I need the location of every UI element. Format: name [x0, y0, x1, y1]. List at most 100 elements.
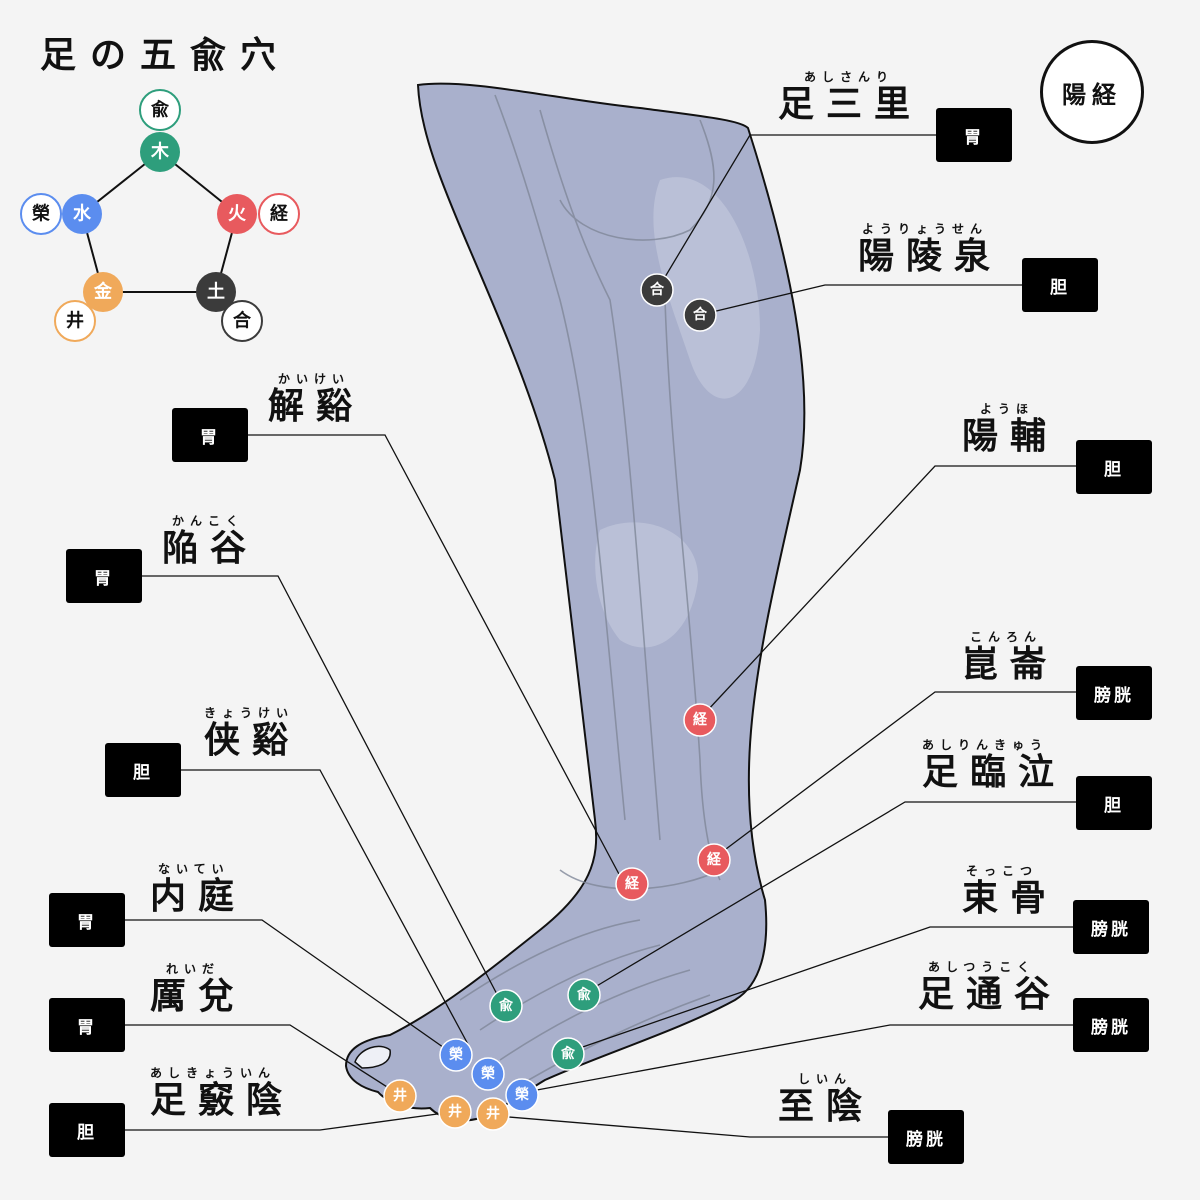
point-name: 束骨 — [962, 878, 1059, 919]
acupoint-marker-label: 兪 — [560, 1045, 575, 1062]
leader-line — [525, 1024, 1073, 1093]
furigana: れいだ — [166, 962, 221, 976]
leader-line — [125, 1024, 396, 1093]
leader-line — [496, 1115, 888, 1138]
acupoint-marker-label: 井 — [448, 1103, 462, 1120]
five-phase-legend: 兪木経火合土井金榮水 — [20, 89, 300, 342]
legend-point-label: 経 — [270, 203, 289, 225]
legend-element-circle — [196, 272, 236, 312]
legend-element-label: 木 — [150, 141, 170, 163]
point-label-yoryosen: ようりょうせん 陽陵泉 — [858, 220, 1002, 277]
leader-line — [721, 691, 1076, 853]
legend-element-circle — [62, 194, 102, 234]
point-label-kankoku: かんこく 陥谷 — [162, 512, 258, 569]
leader-line — [248, 434, 621, 877]
acupoint-marker-label: 合 — [693, 306, 708, 323]
acupoint-marker-label: 経 — [707, 851, 722, 868]
furigana: そっこつ — [966, 864, 1039, 878]
acupoint-marker — [471, 1057, 505, 1091]
point-name: 崑崙 — [962, 644, 1059, 685]
point-label-naitei: ないてい 内庭 — [150, 860, 246, 917]
point-label-ashirinkyu: あしりんきゅう 足臨泣 — [922, 736, 1066, 793]
furigana: あしきょういん — [150, 1066, 277, 1080]
acupoint-marker-label: 兪 — [576, 986, 591, 1003]
furigana: こんろん — [970, 630, 1043, 644]
legend-point-label: 兪 — [150, 99, 169, 121]
point-label-kyokei: きょうけい 侠谿 — [204, 704, 300, 761]
legend-element-label: 土 — [207, 282, 225, 303]
point-name: 内庭 — [150, 876, 247, 917]
meridian-box: 膀胱 — [1073, 998, 1149, 1052]
furigana: あしりんきゅう — [922, 738, 1049, 752]
point-name: 厲兌 — [150, 976, 247, 1017]
leader-line — [125, 1111, 453, 1131]
point-name: 陥谷 — [162, 528, 259, 569]
point-label-sokkotsu: そっこつ 束骨 — [962, 862, 1058, 919]
acupoint-markers: 合合経経経兪兪兪榮榮榮井井井 — [383, 273, 731, 1131]
leader-lines — [125, 134, 1076, 1138]
furigana: かんこく — [172, 514, 245, 528]
point-name: 陽陵泉 — [858, 236, 1003, 277]
point-name: 至陰 — [778, 1086, 875, 1127]
big-toe-nail — [354, 1045, 391, 1069]
page-title: 足の五兪穴 — [40, 35, 291, 76]
point-name: 足臨泣 — [922, 752, 1067, 793]
acupoint-marker — [438, 1095, 472, 1129]
point-label-ashisanri: あしさんり 足三里 — [778, 68, 922, 125]
point-label-yoho: ようほ 陽輔 — [962, 400, 1058, 457]
leader-line — [125, 919, 451, 1053]
acupoint-marker — [551, 1037, 585, 1071]
legend-element-label: 水 — [73, 203, 92, 225]
legend-point-circle — [54, 300, 96, 342]
acupoint-marker-label: 経 — [625, 875, 640, 892]
meridian-box: 胃 — [49, 893, 125, 947]
furigana: ようほ — [980, 402, 1035, 416]
meridian-box: 胃 — [66, 549, 142, 603]
legend-point-circle — [258, 193, 300, 235]
meridian-box: 胆 — [1076, 440, 1152, 494]
acupoint-marker — [640, 273, 674, 307]
yang-meridian-badge: 陽経 — [1040, 40, 1144, 144]
acupoint-marker-label: 榮 — [449, 1046, 463, 1063]
leg-highlight — [653, 177, 760, 399]
meridian-box: 胆 — [49, 1103, 125, 1157]
point-label-shiin: しいん 至陰 — [778, 1070, 874, 1127]
point-label-konron: こんろん 崑崙 — [962, 628, 1058, 685]
point-name: 足通谷 — [918, 974, 1063, 1015]
leader-line — [142, 575, 501, 1001]
meridian-box: 胆 — [1076, 776, 1152, 830]
legend-element-circle — [83, 272, 123, 312]
leader-line — [181, 769, 471, 1049]
point-name: 足三里 — [778, 84, 923, 125]
acupoint-marker — [505, 1078, 539, 1112]
acupoint-marker-label: 榮 — [481, 1065, 495, 1082]
meridian-box: 膀胱 — [888, 1110, 964, 1164]
legend-element-circle — [217, 194, 257, 234]
legend-point-circle — [20, 193, 62, 235]
point-label-kaikei: かいけい 解谿 — [268, 370, 364, 427]
acupoint-marker-label: 榮 — [515, 1086, 529, 1103]
legend-point-label: 井 — [66, 310, 84, 332]
leader-line — [661, 134, 936, 283]
furigana: ようりょうせん — [862, 222, 989, 236]
meridian-box: 胃 — [49, 998, 125, 1052]
meridian-box: 胃 — [172, 408, 248, 462]
legend-element-circle — [140, 132, 180, 172]
leader-line — [589, 801, 1076, 991]
leader-line — [573, 926, 1073, 1051]
acupoint-marker-label: 合 — [650, 281, 665, 298]
acupoint-marker-label: 経 — [693, 711, 708, 728]
legend-element-label: 金 — [93, 281, 113, 303]
point-label-ashikyoin: あしきょういん 足竅陰 — [150, 1064, 294, 1121]
furigana: かいけい — [278, 372, 351, 386]
acupoint-marker — [489, 989, 523, 1023]
meridian-box: 膀胱 — [1073, 900, 1149, 954]
acupoint-marker-label: 井 — [486, 1105, 500, 1122]
legend-point-circle — [221, 300, 263, 342]
furigana: きょうけい — [204, 706, 295, 720]
acupoint-marker-label: 井 — [393, 1087, 407, 1104]
legend-point-circle — [139, 89, 181, 131]
legend-point-label: 榮 — [32, 203, 50, 225]
point-label-reida: れいだ 厲兌 — [150, 960, 246, 1017]
acupoint-marker — [683, 703, 717, 737]
